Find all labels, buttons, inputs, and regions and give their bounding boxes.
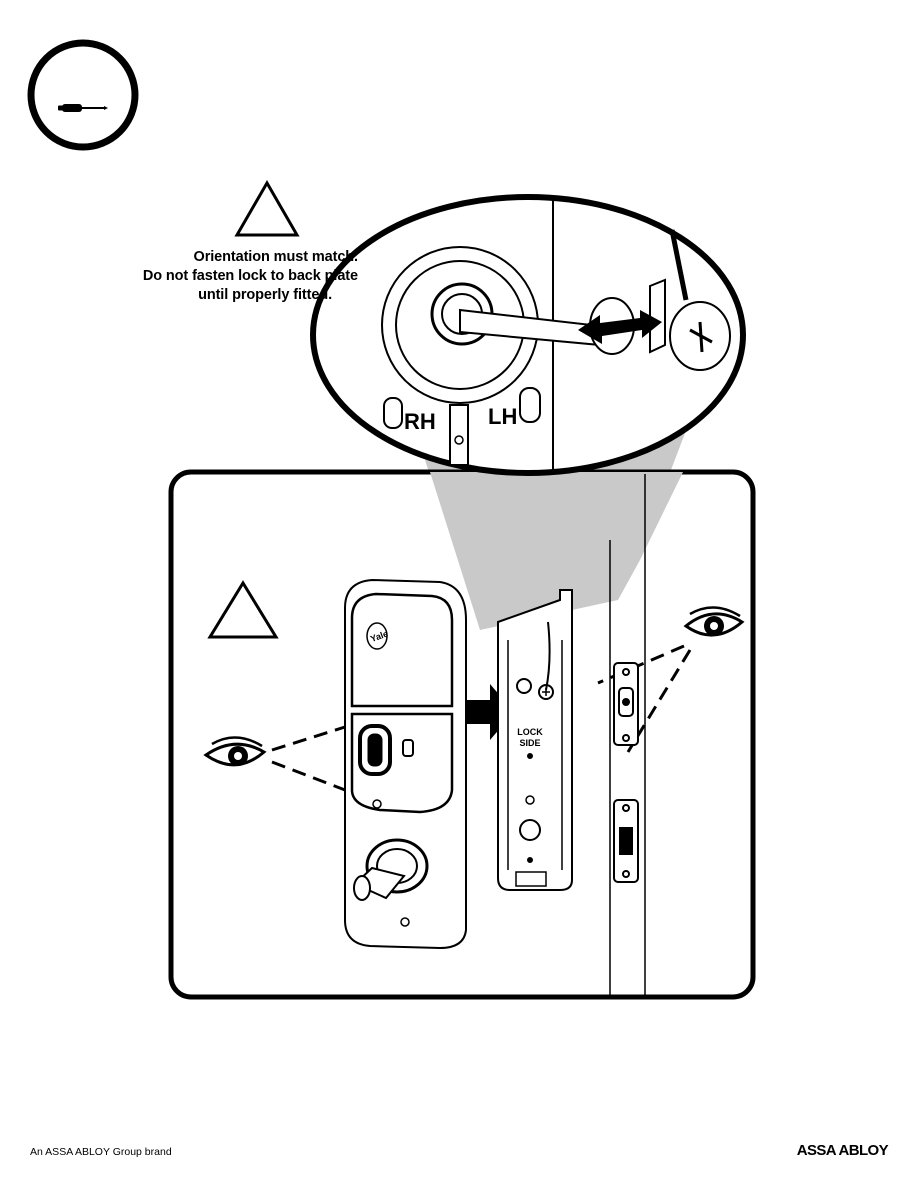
- lock-side-label-1: LOCK: [517, 727, 543, 737]
- door-edge: [609, 474, 646, 995]
- footer-brand-note: An ASSA ABLOY Group brand: [30, 1146, 172, 1158]
- warning-line-1: Orientation must match.: [193, 249, 359, 265]
- warning-triangle-icon: [234, 179, 300, 237]
- screwdriver-icon: [58, 104, 108, 112]
- rh-label: RH: [404, 409, 436, 434]
- back-plate: [497, 589, 573, 891]
- eye-icon: [683, 606, 745, 637]
- warning-line-3: until properly fitted.: [198, 287, 332, 303]
- footer-logo: ASSA ABLOY: [796, 1142, 889, 1159]
- warning-line-2: Do not fasten lock to back plate: [142, 268, 358, 284]
- warning-text: Orientation must match. Do not fasten lo…: [120, 248, 358, 305]
- tool-circle: [27, 39, 139, 151]
- warning-triangle-icon: [207, 580, 279, 639]
- exterior-lock: Yale: [344, 578, 467, 950]
- strike-plate: [613, 662, 639, 883]
- eye-icon: [203, 736, 267, 767]
- lh-label: LH: [488, 404, 517, 429]
- lock-side-label-2: SIDE: [519, 738, 540, 748]
- zoom-detail: [310, 194, 746, 476]
